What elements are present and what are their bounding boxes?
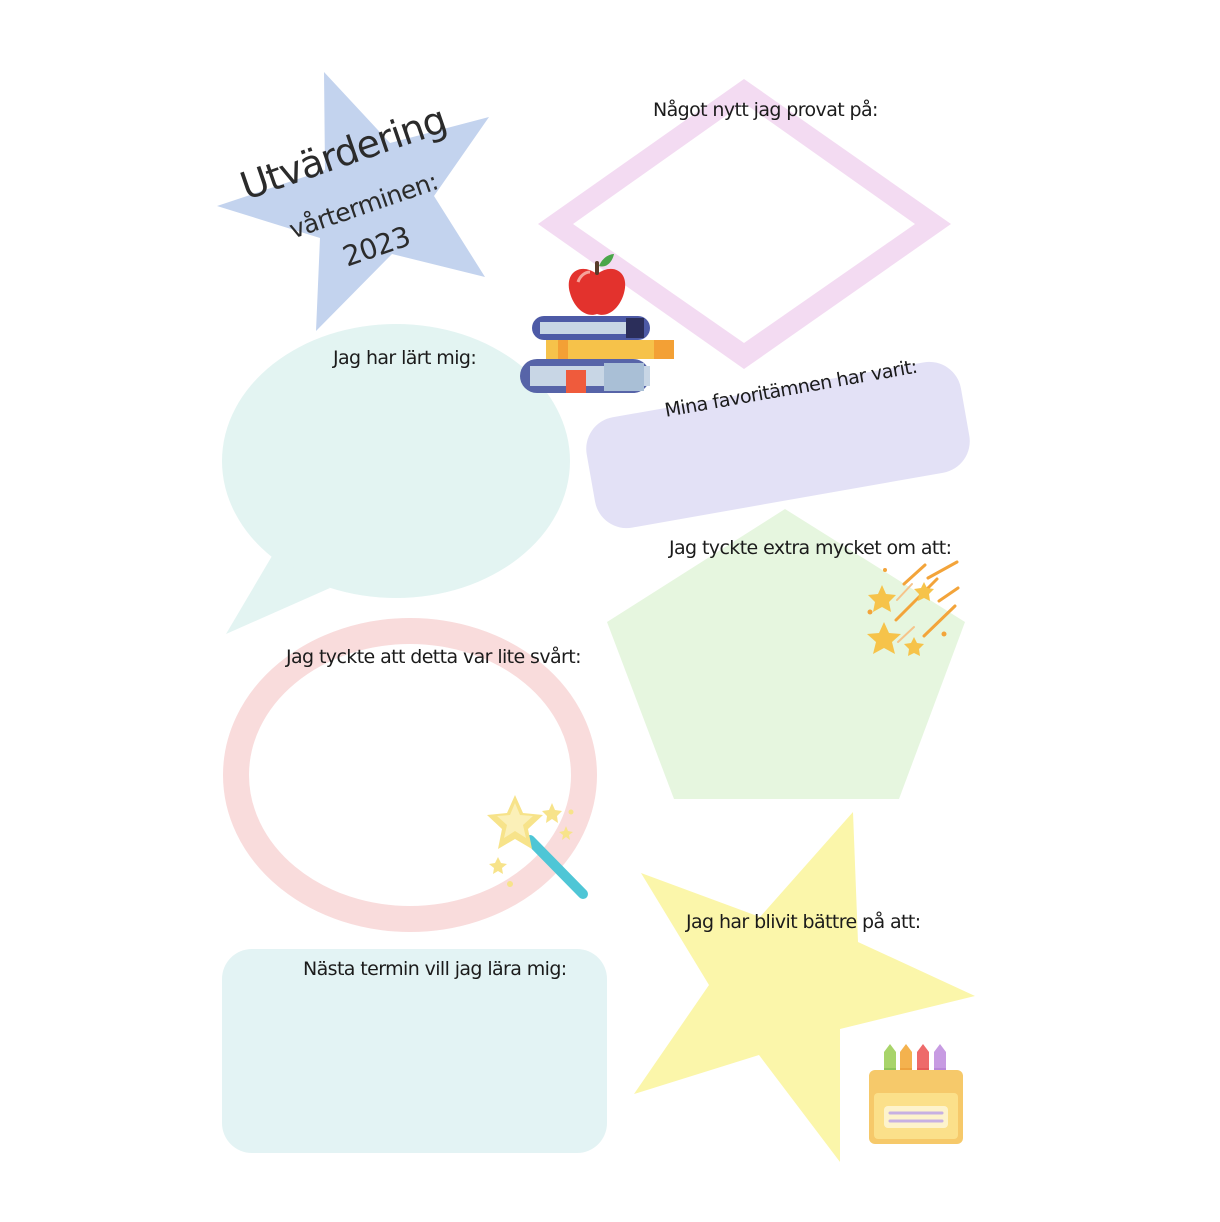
prompt-difficult: Jag tyckte att detta var lite svårt: — [286, 646, 582, 668]
next-term-box-shape — [222, 949, 607, 1153]
books-with-apple-icon — [520, 254, 674, 393]
favorite-subjects-box-shape — [586, 361, 970, 529]
prompt-liked: Jag tyckte extra mycket om att: — [669, 537, 952, 559]
title-star-shape — [217, 72, 489, 331]
prompt-tried-new: Något nytt jag provat på: — [653, 99, 878, 121]
yellow-star-shape — [634, 812, 975, 1162]
magic-wand-icon — [487, 795, 588, 899]
crayon-box-icon — [869, 1044, 963, 1144]
prompt-improved: Jag har blivit bättre på att: — [686, 911, 921, 933]
prompt-next-term: Nästa termin vill jag lära mig: — [303, 958, 567, 980]
shooting-stars-icon — [867, 560, 960, 656]
speech-bubble-shape — [222, 324, 570, 634]
pentagon-shape — [607, 509, 965, 799]
prompt-learned: Jag har lärt mig: — [333, 347, 477, 369]
ring-shape — [223, 618, 597, 932]
